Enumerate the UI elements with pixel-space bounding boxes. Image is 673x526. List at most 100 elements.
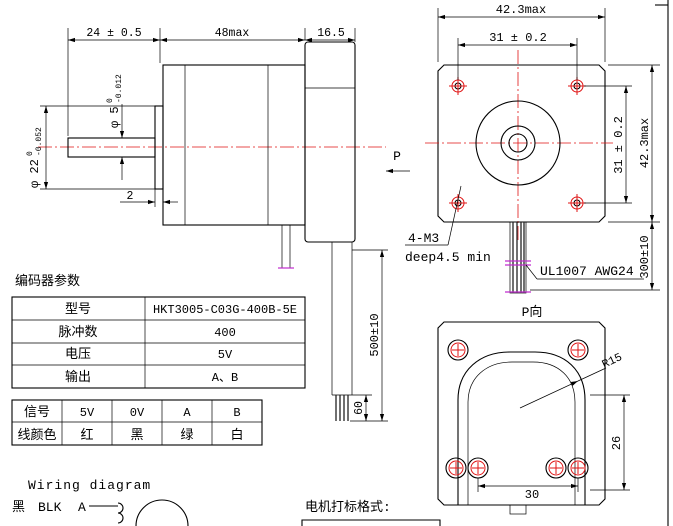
view-arrow-label: P (393, 149, 401, 164)
table-row-label: 输出 (65, 369, 91, 385)
signal-cell: 信号 (24, 405, 50, 420)
thread-depth-text: deep4.5 min (405, 250, 491, 265)
motor-lead-wire (281, 224, 291, 269)
wire-color-cn: 黑 (12, 500, 25, 515)
table-row-value: HKT3005-C03G-400B-5E (153, 303, 297, 317)
dim-encoder-length: 16.5 (305, 27, 356, 43)
dim-body-length: 48max (160, 27, 306, 43)
color-cell: 线颜色 (17, 427, 56, 443)
dim-boss-upper-tolerance: 0 (26, 151, 35, 156)
mounting-hole-centerline (568, 194, 586, 212)
p-view: P向 (437, 304, 630, 515)
signal-cell: 0V (130, 406, 145, 420)
dim-shaft-lower-tolerance: -0.012 (115, 74, 124, 103)
dim-shaft-length: 24 ± 0.5 (67, 27, 161, 136)
dim-overall-width: 42.3max (437, 3, 606, 62)
shaft-end-circle (508, 133, 528, 153)
dim-hole-pitch-horizontal-text: 31 ± 0.2 (489, 31, 547, 45)
motor-symbol-circle (135, 499, 189, 526)
dim-front-cable-length: 300±10 (530, 222, 660, 291)
front-view: 42.3max 31 ± 0.2 31 ± 0.2 42.3max (405, 3, 660, 294)
dim-encoder-cable-length: 500±10 (350, 249, 388, 422)
dim-boss-diameter: φ 22 0 -0.052 (26, 105, 155, 190)
table-row-label: 脉冲数 (58, 325, 97, 340)
encoder-cover-outer (457, 351, 586, 505)
table-row-value: 5V (218, 348, 233, 362)
dim-cover-width-text: 30 (525, 488, 539, 502)
dim-boss-diameter-text: φ 22 (28, 159, 42, 188)
screw (445, 457, 467, 479)
encoder-cover-inner (467, 361, 576, 505)
dim-encoder-cable-length-text: 500±10 (368, 313, 382, 356)
dim-shaft-diameter-text: φ 5 (108, 106, 122, 128)
cable-outline (509, 221, 527, 294)
dim-overall-height-text: 42.3max (638, 118, 652, 168)
screw-recess (450, 342, 466, 358)
view-arrow-p: P (386, 149, 410, 174)
screw-head (545, 457, 567, 479)
signal-cell: 5V (80, 406, 95, 420)
motor-shaft (67, 137, 156, 158)
dim-boss-lower-tolerance: -0.052 (35, 127, 44, 156)
dim-cover-width: 30 (477, 478, 579, 502)
screw-cross-icon (452, 344, 464, 356)
encoder-params-table: 型号 HKT3005-C03G-400B-5E 脉冲数 400 电压 5V 输出… (11, 296, 306, 389)
encoder-housing (304, 41, 356, 243)
dim-body-length-text: 48max (215, 27, 250, 40)
dim-cover-radius: R15 (519, 351, 625, 409)
dim-cover-height-text: 26 (610, 436, 624, 450)
dim-hole-pitch-horizontal: 31 ± 0.2 (457, 31, 578, 80)
pilot-boss-circle (475, 100, 561, 186)
encoder-cable-leads (335, 395, 349, 421)
screw-recess (570, 342, 586, 358)
table-row-value: A、B (212, 371, 238, 385)
radius-leader (519, 380, 579, 409)
signal-cell: A (183, 406, 191, 420)
motor-marking-title: 电机打标格式: (305, 499, 391, 515)
radius-leader-tail (577, 367, 607, 382)
screw-cross-icon (550, 462, 562, 474)
screw-cross-icon (450, 462, 462, 474)
dim-boss-length: 2 (120, 189, 178, 207)
wiring-diagram: Wiring diagram 黑 BLK A (12, 478, 189, 526)
wire-color-en: BLK (38, 500, 62, 515)
p-view-title: P向 (522, 304, 543, 320)
mounting-hole (449, 77, 467, 95)
thread-callout-text: 4-M3 (408, 231, 439, 246)
screw-cross-icon (572, 344, 584, 356)
screw (567, 339, 589, 361)
screw-head (447, 339, 469, 361)
thread-callout: 4-M3 deep4.5 min (405, 185, 491, 265)
screw-recess (470, 460, 486, 476)
screw (545, 457, 567, 479)
dim-cover-radius-text: R15 (600, 351, 624, 372)
table-row-label: 电压 (65, 347, 91, 362)
wiring-diagram-title: Wiring diagram (28, 478, 151, 493)
color-cell: 红 (80, 427, 93, 443)
dim-cover-height: 26 (590, 394, 630, 491)
motor-marking: 电机打标格式: (301, 499, 441, 526)
mounting-boss (154, 105, 164, 190)
screw-recess (448, 460, 464, 476)
dim-lead-strip-length-text: 60 (353, 401, 366, 415)
dim-lead-strip-length: 60 (352, 394, 372, 421)
screw (567, 457, 589, 479)
dim-encoder-length-text: 16.5 (317, 27, 345, 40)
dim-hole-pitch-vertical-text: 31 ± 0.2 (612, 116, 626, 174)
motor-flange-outline (437, 64, 606, 223)
table-row-label: 型号 (65, 302, 91, 317)
marking-label-box (301, 519, 441, 526)
table-border (11, 399, 263, 446)
signal-cell: B (233, 406, 240, 420)
encoder-params-title: 编码器参数 (15, 273, 80, 289)
p-view-cable-exit (509, 504, 527, 515)
motor-body (162, 64, 306, 226)
color-cell: 绿 (180, 428, 193, 443)
table-row-value: 400 (214, 326, 236, 340)
wire-phase: A (78, 500, 86, 515)
cable-spec-text: UL1007 AWG24 (540, 264, 634, 279)
dim-shaft-diameter: φ 5 0 -0.012 (106, 74, 125, 180)
leader-line (525, 264, 538, 280)
mounting-hole (449, 194, 467, 212)
